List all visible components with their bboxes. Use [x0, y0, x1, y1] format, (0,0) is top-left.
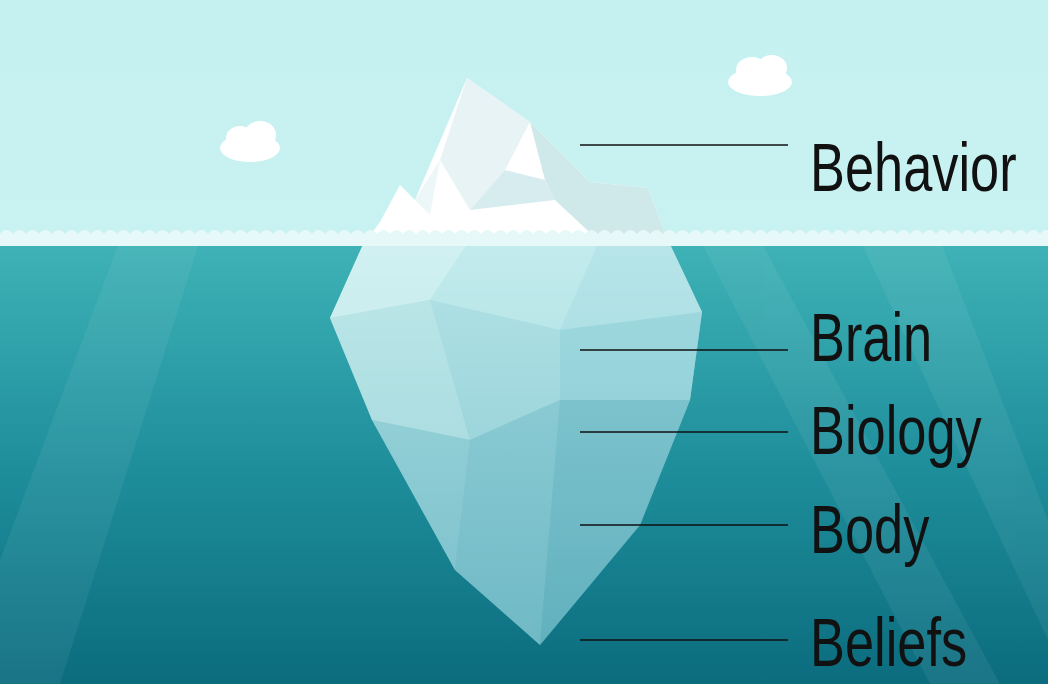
- light-rays: [0, 240, 1048, 684]
- layer-label: Body: [810, 495, 929, 563]
- cloud: [728, 55, 792, 96]
- layer-label: Beliefs: [810, 608, 967, 676]
- iceberg-underwater: [330, 240, 702, 645]
- layer-label: Brain: [810, 303, 932, 371]
- leader-line: [580, 145, 788, 640]
- layer-label: Biology: [810, 396, 982, 464]
- cloud: [220, 121, 280, 162]
- wave-line: [0, 226, 1048, 246]
- water: [0, 240, 1048, 684]
- iceberg-tip: [365, 78, 668, 242]
- layer-label: Behavior: [810, 133, 1017, 201]
